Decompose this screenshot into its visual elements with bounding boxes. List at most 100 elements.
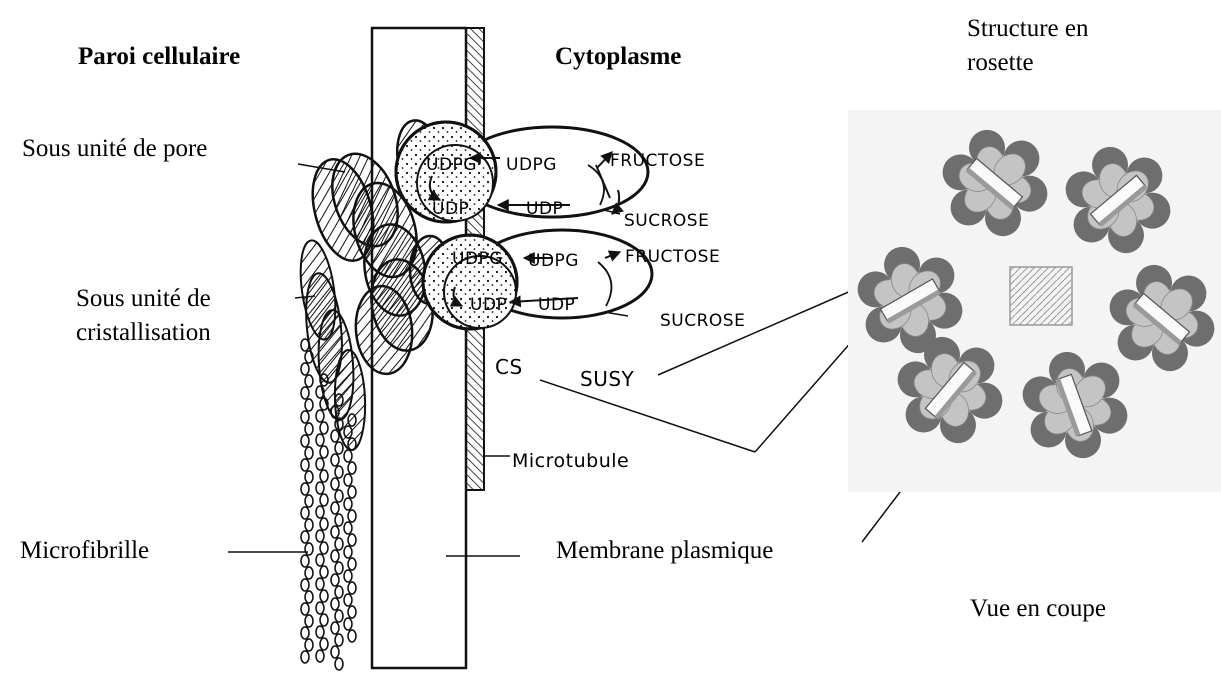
- microfibril-link: [301, 507, 309, 519]
- microfibril-link: [335, 538, 343, 550]
- cytoplasm-label: Cytoplasme: [555, 42, 681, 72]
- microfibril-link: [301, 435, 309, 447]
- pore-subunit-label: Sous unité de pore: [22, 134, 207, 164]
- microfibril-link: [331, 574, 339, 586]
- microfibril-link: [301, 651, 309, 663]
- microfibril-link: [331, 646, 339, 658]
- microfibril-link: [320, 470, 328, 482]
- microfibril-link: [331, 526, 339, 538]
- microfibril-link: [305, 519, 313, 531]
- microfibril-link: [335, 658, 343, 670]
- microfibril-link: [331, 454, 339, 466]
- sucrose-label-top: SUCROSE: [624, 206, 709, 236]
- microfibril-label: Microfibrille: [20, 536, 149, 566]
- udpg-label-top: UDPG: [426, 150, 477, 180]
- microtubule-label: Microtubule: [512, 446, 629, 476]
- microfibril-link: [344, 618, 352, 630]
- crystallization-subunit-label-line1: Sous unité de: [76, 284, 211, 314]
- plasma-membrane-label: Membrane plasmique: [556, 536, 773, 566]
- microfibril-link: [335, 586, 343, 598]
- udp-label-top: UDP: [432, 194, 469, 224]
- microfibril-link: [320, 494, 328, 506]
- sucrose-label-bottom: SUCROSE: [660, 306, 745, 336]
- udpg-label-bottom-right: UDPG: [528, 246, 579, 276]
- microfibril-link: [316, 554, 324, 566]
- udp-label-top-right: UDP: [526, 194, 563, 224]
- microfibril-link: [316, 434, 324, 446]
- microfibril-link: [316, 482, 324, 494]
- microfibril-link: [320, 422, 328, 434]
- microfibril-link: [301, 555, 309, 567]
- udpg-label-top-right: UDPG: [506, 150, 557, 180]
- microfibril-link: [331, 430, 339, 442]
- susy-label: SUSY: [580, 364, 634, 394]
- microfibril-link: [316, 650, 324, 662]
- microfibril-link: [301, 627, 309, 639]
- microfibril-link: [301, 603, 309, 615]
- microfibril-link: [316, 458, 324, 470]
- microfibril-link: [305, 543, 313, 555]
- microfibril-link: [320, 638, 328, 650]
- microfibril-link: [305, 471, 313, 483]
- microfibril-link: [301, 387, 309, 399]
- microfibril-link: [316, 578, 324, 590]
- crystallization-subunit-label-line2: cristallisation: [76, 318, 211, 348]
- microfibril-link: [344, 474, 352, 486]
- microfibril-link: [348, 510, 356, 522]
- microfibril-link: [301, 459, 309, 471]
- microfibril-link: [301, 483, 309, 495]
- microfibril-link: [348, 486, 356, 498]
- microfibril-link: [320, 614, 328, 626]
- microfibril-link: [335, 514, 343, 526]
- microfibril-link: [305, 591, 313, 603]
- microfibril-link: [316, 626, 324, 638]
- udpg-label-bottom: UDPG: [452, 244, 503, 274]
- microfibril-link: [344, 594, 352, 606]
- microfibril-link: [331, 622, 339, 634]
- microfibril-link: [348, 462, 356, 474]
- microfibril-link: [316, 410, 324, 422]
- microfibril-link: [305, 495, 313, 507]
- microfibril-link: [331, 550, 339, 562]
- microfibril-link: [344, 450, 352, 462]
- microfibril-link: [320, 446, 328, 458]
- microfibril-link: [305, 639, 313, 651]
- microfibril-link: [305, 423, 313, 435]
- microfibril-link: [344, 522, 352, 534]
- microfibril-link: [305, 375, 313, 387]
- rosette-title-line2: rosette: [967, 48, 1034, 78]
- microfibril-link: [320, 518, 328, 530]
- fructose-label-top: FRUCTOSE: [610, 146, 705, 176]
- cs-label: CS: [495, 352, 523, 382]
- udp-label-bottom: UDP: [470, 290, 507, 320]
- microfibril-link: [331, 598, 339, 610]
- microfibril-link: [344, 570, 352, 582]
- cellulose-grid: [1010, 267, 1072, 325]
- microfibril-link: [335, 562, 343, 574]
- microfibril-link: [301, 411, 309, 423]
- microfibril-link: [344, 498, 352, 510]
- microfibril-link: [348, 558, 356, 570]
- microfibril-link: [316, 530, 324, 542]
- udp-label-bottom-right: UDP: [538, 290, 575, 320]
- microfibril-link: [344, 546, 352, 558]
- microfibril-link: [305, 567, 313, 579]
- microfibril-link: [301, 531, 309, 543]
- microfibril-link: [301, 579, 309, 591]
- microfibril-link: [348, 630, 356, 642]
- cell-wall-label: Paroi cellulaire: [78, 42, 240, 72]
- microfibril-link: [320, 566, 328, 578]
- fructose-label-bottom: FRUCTOSE: [625, 242, 720, 272]
- microfibril-link: [348, 606, 356, 618]
- microfibril-link: [320, 590, 328, 602]
- microfibril-link: [348, 582, 356, 594]
- microfibril-link: [301, 363, 309, 375]
- microfibril-link: [335, 634, 343, 646]
- microfibril-link: [331, 478, 339, 490]
- microfibril-link: [348, 534, 356, 546]
- microfibril-link: [305, 447, 313, 459]
- microfibril-link: [331, 502, 339, 514]
- microfibril-link: [320, 542, 328, 554]
- section-view-label: Vue en coupe: [970, 594, 1106, 624]
